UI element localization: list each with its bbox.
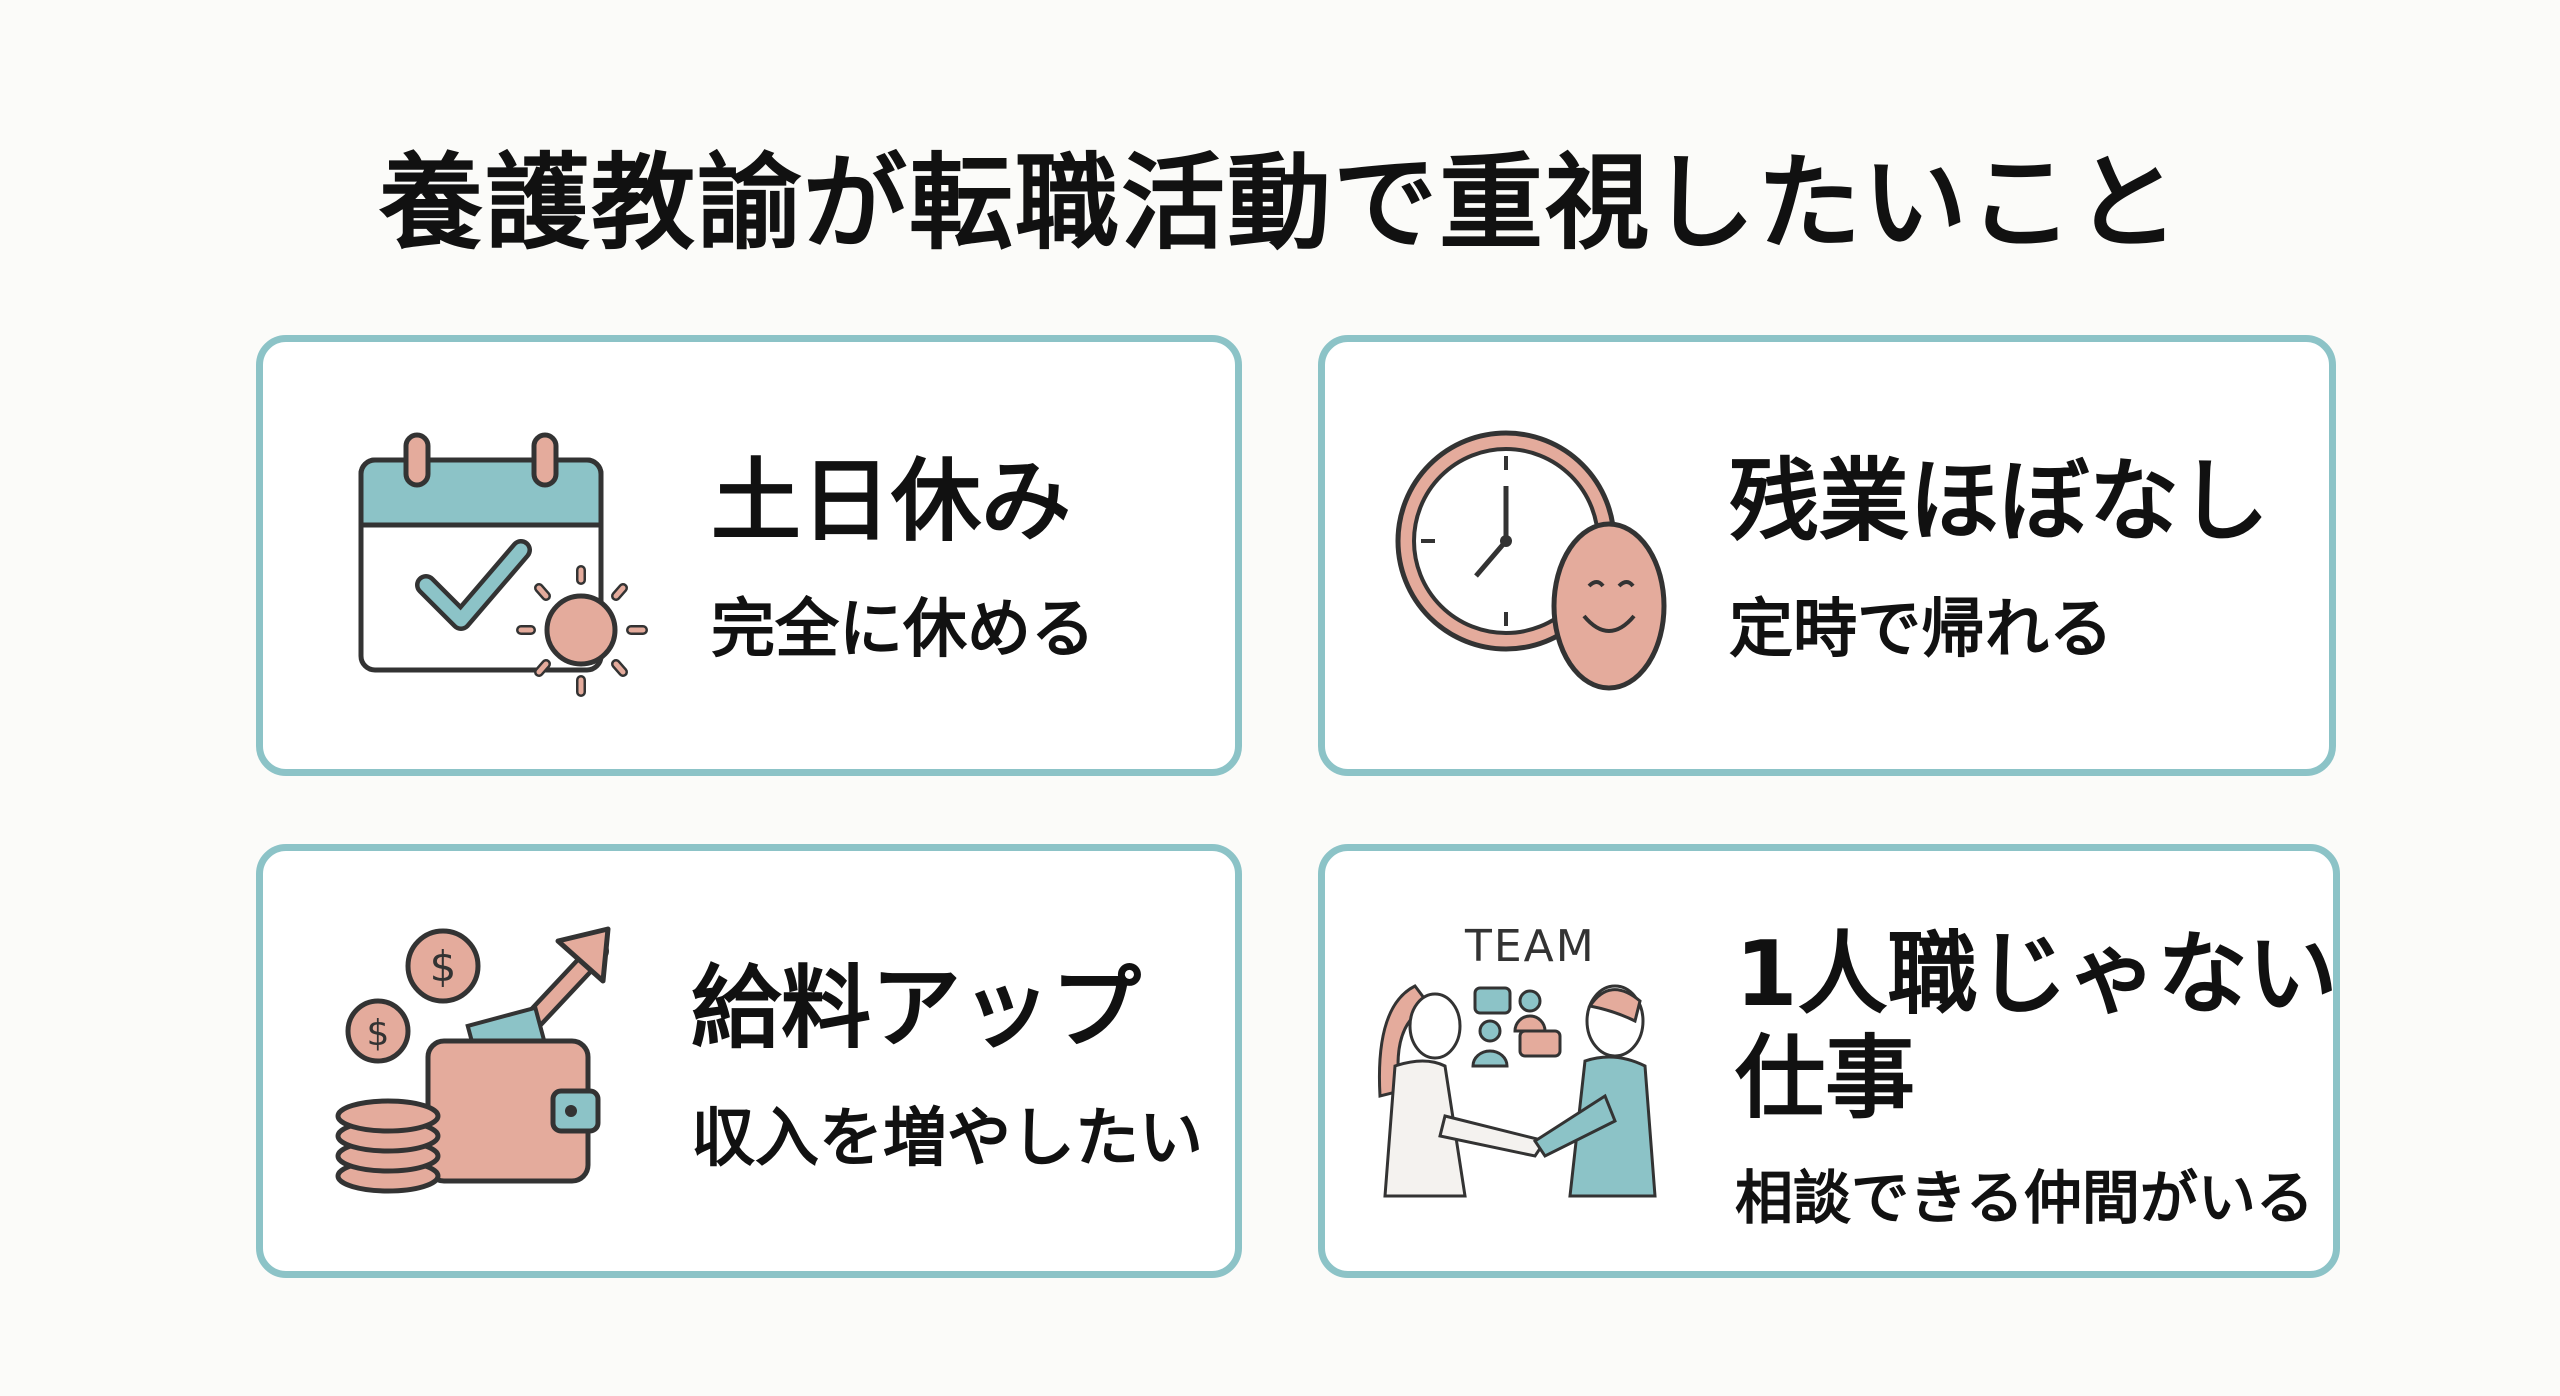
svg-text:$: $	[430, 942, 457, 991]
card-heading: 土日休み	[711, 449, 1071, 554]
clock-smiley-icon	[1395, 430, 1667, 691]
card-heading: 残業ほぼなし	[1729, 449, 2269, 554]
card-heading-line2: 仕事	[1735, 1026, 1915, 1131]
page-title: 養護教諭が転職活動で重視したいこと	[378, 142, 2181, 264]
card-subtitle: 定時で帰れる	[1729, 593, 2113, 667]
team-label: TEAM	[1465, 921, 1596, 972]
svg-text:$: $	[367, 1013, 390, 1054]
card-weekends-off: 土日休み 完全に休める	[256, 335, 1242, 776]
card-heading-line1: 1人職じゃない	[1735, 922, 2338, 1027]
card-subtitle: 完全に休める	[711, 593, 1095, 667]
card-heading: 給料アップ	[691, 956, 1141, 1061]
card-subtitle: 収入を増やしたい	[691, 1102, 1203, 1176]
card-salary-up: $ $ 給料アップ 収入を増やしたい	[256, 844, 1242, 1278]
card-little-overtime: 残業ほぼなし 定時で帰れる	[1318, 335, 2336, 776]
card-subtitle: 相談できる仲間がいる	[1735, 1164, 2314, 1232]
calendar-check-sun-icon	[358, 432, 648, 697]
team-handshake-icon	[1377, 984, 1657, 1198]
wallet-coins-arrow-icon: $ $	[335, 926, 611, 1194]
card-not-solo-job: TEAM 1人職じゃない 仕事 相談できる仲間がいる	[1318, 844, 2340, 1278]
